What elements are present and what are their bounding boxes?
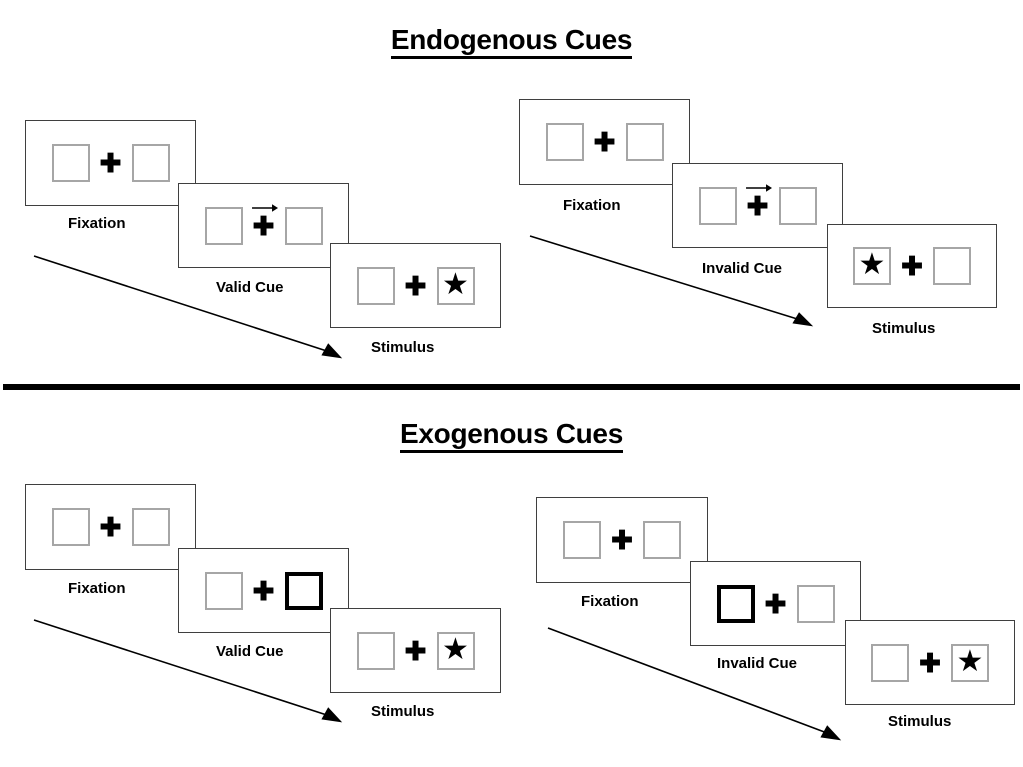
fixation-plus-icon: ✚ — [746, 190, 769, 221]
left-box: ★ — [563, 521, 601, 559]
fixation-plus-icon: ✚ — [99, 148, 122, 178]
fixation-plus-icon: ✚ — [252, 575, 275, 606]
frame-exogenous-valid-cue: ★ ✚ ★ — [178, 548, 349, 633]
right-box: ★ — [933, 247, 971, 285]
center-slot: ✚ — [90, 502, 132, 552]
fixation-plus-icon: ✚ — [901, 251, 923, 281]
frame-label-invalid-cue: Invalid Cue — [717, 655, 798, 672]
fixation-plus-icon: ✚ — [404, 270, 427, 301]
frame-label-fixation: Fixation — [563, 197, 621, 214]
left-box: ★ — [356, 631, 395, 670]
frame-label-stimulus: Stimulus — [872, 320, 936, 337]
section-title-exogenous: Exogenous Cues — [0, 418, 1023, 453]
frame-label-stimulus: Stimulus — [371, 339, 435, 356]
frame-exogenous-invalid-fixation: ★ ✚ ★ — [536, 497, 708, 583]
left-box: ★ — [356, 266, 395, 305]
frame-exogenous-invalid-cue: ★ ✚ ★ — [690, 561, 861, 646]
frame-exogenous-valid-stimulus: ★ ✚ ★ — [330, 608, 501, 693]
frame-label-fixation: Fixation — [68, 580, 126, 597]
right-box: ★ — [284, 206, 323, 245]
frame-label-valid-cue: Valid Cue — [216, 643, 284, 660]
left-box: ★ — [698, 186, 737, 225]
section-divider — [3, 384, 1020, 390]
right-box: ★ — [643, 521, 681, 559]
arrow-right-icon — [251, 203, 278, 212]
center-slot: ✚ — [601, 515, 643, 565]
section-title-exogenous-text: Exogenous Cues — [400, 418, 623, 453]
left-box: ★ — [51, 144, 90, 182]
fixation-plus-icon: ✚ — [611, 525, 633, 555]
star-icon: ★ — [442, 267, 469, 301]
frame-exogenous-invalid-stimulus: ★ ✚ ★ — [845, 620, 1015, 705]
right-box: ★ — [436, 266, 475, 305]
frame-exogenous-valid-fixation: ★ ✚ ★ — [25, 484, 196, 570]
right-box: ★ — [778, 186, 817, 225]
fixation-plus-icon: ✚ — [404, 635, 427, 666]
center-slot: ✚ — [909, 638, 951, 688]
star-icon: ★ — [442, 632, 469, 666]
fixation-plus-icon: ✚ — [919, 647, 941, 678]
right-box: ★ — [131, 144, 170, 182]
fixation-plus-icon: ✚ — [593, 127, 616, 157]
left-box: ★ — [853, 247, 891, 285]
center-slot: ✚ — [243, 201, 285, 251]
fixation-plus-icon: ✚ — [252, 210, 275, 241]
center-slot: ✚ — [737, 181, 779, 231]
left-box: ★ — [204, 206, 243, 245]
frame-endogenous-valid-fixation: ★ ✚ ★ — [25, 120, 196, 206]
left-box: ★ — [545, 123, 584, 161]
right-box: ★ — [796, 584, 835, 623]
center-slot: ✚ — [584, 117, 626, 167]
star-icon: ★ — [858, 248, 886, 281]
frame-endogenous-invalid-stimulus: ★ ✚ ★ — [827, 224, 997, 308]
frame-label-invalid-cue: Invalid Cue — [702, 260, 783, 277]
center-slot: ✚ — [395, 626, 437, 676]
right-box-cued: ★ — [284, 571, 323, 610]
star-icon: ★ — [956, 644, 984, 678]
center-slot: ✚ — [90, 138, 132, 188]
right-box: ★ — [625, 123, 664, 161]
frame-endogenous-invalid-cue: ★ ✚ ★ — [672, 163, 843, 248]
section-title-endogenous-text: Endogenous Cues — [390, 24, 632, 59]
right-box: ★ — [131, 508, 170, 546]
frame-endogenous-valid-cue: ★ ✚ ★ — [178, 183, 349, 268]
left-box: ★ — [871, 643, 909, 682]
section-title-endogenous: Endogenous Cues — [0, 24, 1023, 59]
frame-label-stimulus: Stimulus — [371, 703, 435, 720]
frame-label-valid-cue: Valid Cue — [216, 279, 284, 296]
center-slot: ✚ — [395, 261, 437, 311]
arrow-right-icon — [745, 183, 772, 192]
left-box: ★ — [204, 571, 243, 610]
fixation-plus-icon: ✚ — [99, 512, 122, 542]
center-slot: ✚ — [755, 579, 797, 629]
frame-label-fixation: Fixation — [581, 593, 639, 610]
frame-endogenous-valid-stimulus: ★ ✚ ★ — [330, 243, 501, 328]
fixation-plus-icon: ✚ — [764, 588, 787, 619]
frame-endogenous-invalid-fixation: ★ ✚ ★ — [519, 99, 690, 185]
frame-label-stimulus: Stimulus — [888, 713, 952, 730]
left-box: ★ — [51, 508, 90, 546]
left-box-cued: ★ — [716, 584, 755, 623]
right-box: ★ — [951, 643, 989, 682]
center-slot: ✚ — [891, 241, 933, 291]
center-slot: ✚ — [243, 566, 285, 616]
frame-label-fixation: Fixation — [68, 215, 126, 232]
right-box: ★ — [436, 631, 475, 670]
